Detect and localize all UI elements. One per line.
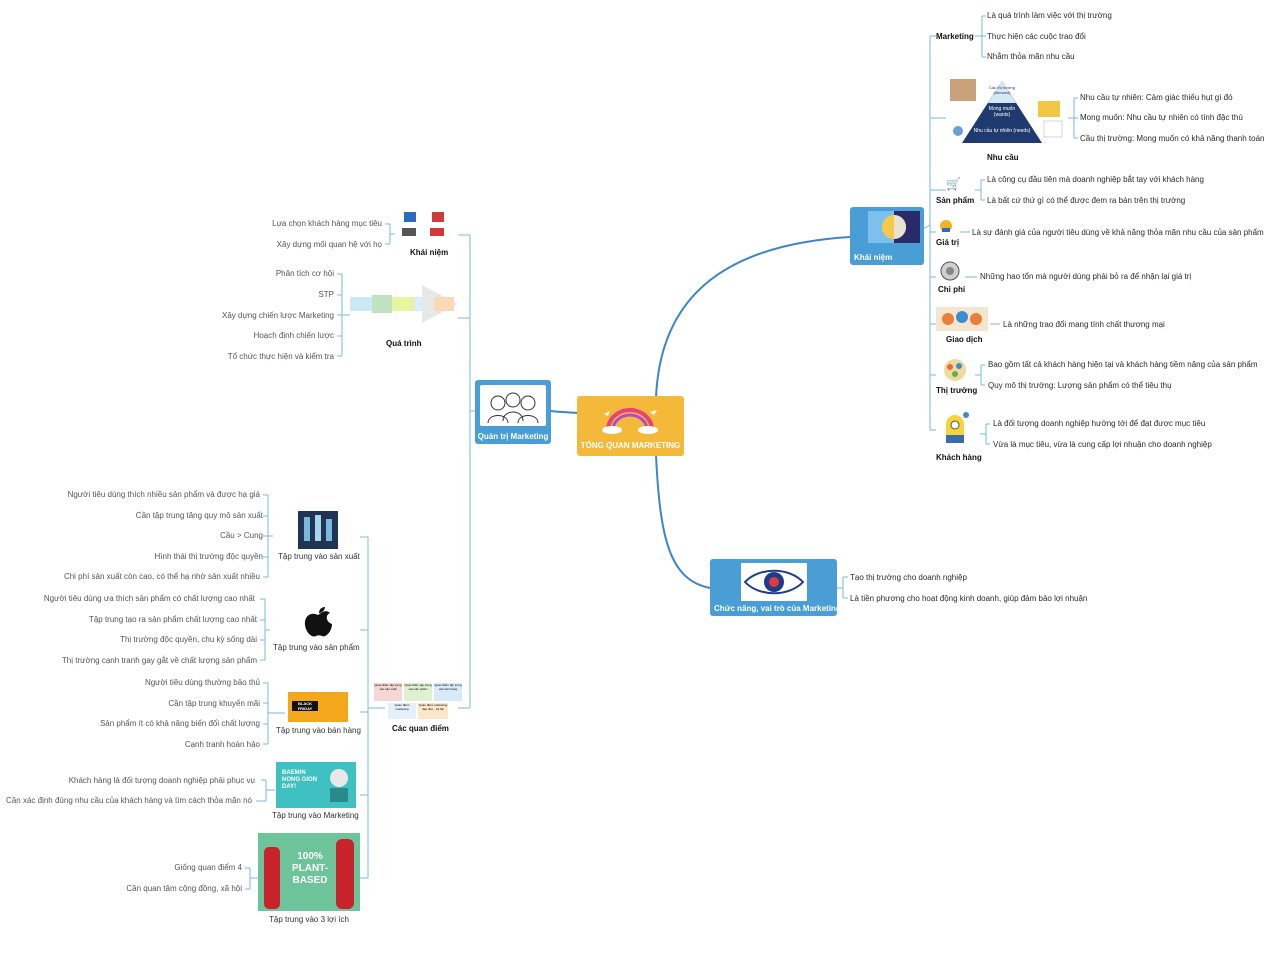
viewpoint-tile-2: Quan điểm tập trung vào sản phẩm <box>404 683 432 701</box>
needs-item-2: Mong muốn: Nhu cầu tự nhiên có tính đặc … <box>1080 113 1243 122</box>
group-three-benefits[interactable]: Tập trung vào 3 lợi ích <box>269 915 349 924</box>
process-item-4: Hoạch định chiến lược <box>253 331 334 340</box>
transaction-image <box>936 307 988 333</box>
concept-product[interactable]: Sản phẩm <box>936 196 975 205</box>
product-view-item-3: Thị trường độc quyền, chu kỳ sống dài <box>120 635 257 644</box>
needs-item-1: Nhu cầu tự nhiên: Cảm giác thiếu hụt gì … <box>1080 93 1233 102</box>
concept-needs[interactable]: Nhu cầu <box>987 153 1019 162</box>
needs-item-3: Cầu thị trường: Mong muốn có khả năng th… <box>1080 134 1265 143</box>
customer-item-2: Vừa là mục tiêu, vừa là cung cấp lợi nhu… <box>993 440 1212 449</box>
people-icon <box>480 385 546 426</box>
group-production[interactable]: Tập trung vào sản xuất <box>278 552 360 561</box>
function-topic[interactable]: Chức năng, vai trò của Marketing <box>710 559 841 616</box>
concept-customer[interactable]: Khách hàng <box>936 453 982 462</box>
group-marketing[interactable]: Tập trung vào Marketing <box>272 811 359 820</box>
cost-icon <box>936 261 964 283</box>
concept-cost[interactable]: Chi phí <box>938 285 966 294</box>
management-concept-item-2: Xây dựng mối quan hệ với họ <box>276 240 382 249</box>
viewpoint-tile-3: Quan điểm tập trung vào bán hàng <box>434 683 462 701</box>
management-concept[interactable]: Khái niệm <box>410 248 449 257</box>
production-item-1: Người tiêu dùng thích nhiều sản phẩm và … <box>67 490 260 499</box>
pyramid-middle-label: Mong muốn (wants) <box>988 106 1016 118</box>
process-flow-image <box>350 285 458 325</box>
factory-image <box>298 511 338 551</box>
management-concept-item-1: Lựa chọn khách hàng mục tiêu <box>272 219 382 228</box>
process-item-1: Phân tích cơ hội <box>275 269 334 278</box>
plant-based-image: 100% PLANT-BASED <box>258 833 360 911</box>
concept-label: Khái niệm <box>854 253 893 262</box>
pyramid-bottom-label: Nhu cầu tự nhiên (needs) <box>973 128 1031 134</box>
process-item-3: Xây dựng chiến lược Marketing <box>221 311 334 320</box>
product-view-item-2: Tập trung tạo ra sản phẩm chất lượng cao… <box>88 615 257 624</box>
rainbow-icon <box>602 408 658 434</box>
management-topic[interactable]: Quản trị Marketing <box>475 380 551 444</box>
baemin-text: BAEMIN NONG GION DAY! <box>282 770 318 790</box>
group-sales[interactable]: Tập trung vào bán hàng <box>276 726 361 735</box>
center-topic[interactable]: TỔNG QUAN MARKETING <box>577 396 684 456</box>
black-friday-text: BLACK FRIDAY <box>292 701 318 711</box>
sun-moon-icon <box>868 211 920 243</box>
product-item-2: Là bất cứ thứ gì có thể được đem ra bán … <box>987 196 1186 205</box>
apple-logo-icon <box>300 607 336 641</box>
marketing-item-3: Nhằm thỏa mãn nhu cầu <box>987 52 1075 61</box>
marketing-view-item-1: Khách hàng là đối tượng doanh nghiệp phả… <box>68 776 255 785</box>
value-icon <box>939 219 953 235</box>
management-label: Quản trị Marketing <box>477 432 549 441</box>
viewpoint-tiles: Quan điểm tập trung vào sản xuất Quan đi… <box>372 683 464 721</box>
function-label: Chức năng, vai trò của Marketing <box>714 604 841 613</box>
customer-item-1: Là đối tượng doanh nghiệp hướng tới để đ… <box>993 419 1206 428</box>
market-icon <box>942 358 968 384</box>
market-item-1: Bao gồm tất cả khách hàng hiện tại và kh… <box>988 360 1258 369</box>
marketing-item-1: Là quá trình làm việc với thị trường <box>987 11 1112 20</box>
concept-4p-image <box>400 210 458 244</box>
viewpoint-tile-4: Quan điểm marketing <box>388 703 416 719</box>
shopping-cart-icon: 🛒 <box>946 177 961 191</box>
production-item-5: Chi phí sản xuất còn cao, có thể hạ nhờ … <box>63 572 260 581</box>
center-label: TỔNG QUAN MARKETING <box>580 441 681 450</box>
management-process[interactable]: Quá trình <box>386 339 422 348</box>
concept-topic[interactable]: Khái niệm <box>850 207 924 265</box>
customer-icon <box>942 409 970 449</box>
management-viewpoints[interactable]: Các quan điểm <box>392 724 449 733</box>
product-item-1: Là công cụ đầu tiên mà doanh nghiệp bắt … <box>987 175 1204 184</box>
process-item-2: STP <box>318 290 334 299</box>
sales-item-3: Sản phẩm ít có khả năng biến đổi chất lư… <box>99 719 260 728</box>
plant-based-text: 100% PLANT-BASED <box>291 851 329 886</box>
value-item-1: Là sự đánh giá của người tiêu dùng về kh… <box>972 228 1264 237</box>
market-item-2: Quy mô thị trường: Lượng sản phẩm có thể… <box>988 381 1172 390</box>
process-item-5: Tổ chức thực hiện và kiểm tra <box>227 352 334 361</box>
group-product[interactable]: Tập trung vào sản phẩm <box>273 643 360 652</box>
production-item-3: Cầu > Cung <box>220 531 263 540</box>
viewpoint-tile-1: Quan điểm tập trung vào sản xuất <box>374 683 402 701</box>
sales-item-4: Cạnh tranh hoàn hảo <box>184 740 260 749</box>
function-item-1: Tạo thị trường cho doanh nghiệp <box>850 573 967 582</box>
product-view-item-4: Thị trường cạnh tranh gay gắt về chất lư… <box>61 656 257 665</box>
benefits-item-2: Cần quan tâm cộng đồng, xã hội <box>126 884 242 893</box>
product-view-item-1: Người tiêu dùng ưa thích sản phẩm có chấ… <box>43 594 255 603</box>
benefits-item-1: Giống quan điểm 4 <box>174 863 242 872</box>
production-item-4: Hình thái thị trường độc quyền <box>154 552 263 561</box>
production-item-2: Cần tập trung tăng quy mô sản xuất <box>135 511 263 520</box>
concept-market[interactable]: Thị trường <box>936 386 978 395</box>
pyramid-top-label: Cầu thị trường (demand) <box>989 85 1015 95</box>
transaction-item-1: Là những trao đổi mang tính chất thương … <box>1003 320 1165 329</box>
marketing-view-item-2: Cần xác định đúng nhu cầu của khách hàng… <box>6 796 252 805</box>
concept-transaction[interactable]: Giao dịch <box>946 335 983 344</box>
concept-marketing[interactable]: Marketing <box>936 32 974 41</box>
black-friday-image: BLACK FRIDAY <box>288 692 348 722</box>
sales-item-2: Cần tập trung khuyến mãi <box>168 699 260 708</box>
viewpoint-tile-5: Quan điểm marketing đạo đức - xã hội <box>418 703 448 719</box>
baemin-image: BAEMIN NONG GION DAY! <box>276 762 356 808</box>
sales-item-1: Người tiêu dùng thường bảo thủ <box>144 678 260 687</box>
marketing-item-2: Thực hiện các cuộc trao đổi <box>987 32 1086 41</box>
needs-pyramid-image: Cầu thị trường (demand) Mong muốn (wants… <box>946 77 1066 145</box>
eye-logo-icon <box>741 563 807 601</box>
concept-value[interactable]: Giá trị <box>936 238 960 247</box>
cost-item-1: Những hao tổn mà người dùng phải bỏ ra đ… <box>980 272 1192 281</box>
function-item-2: Là tiền phương cho hoạt động kinh doanh,… <box>850 594 1088 603</box>
